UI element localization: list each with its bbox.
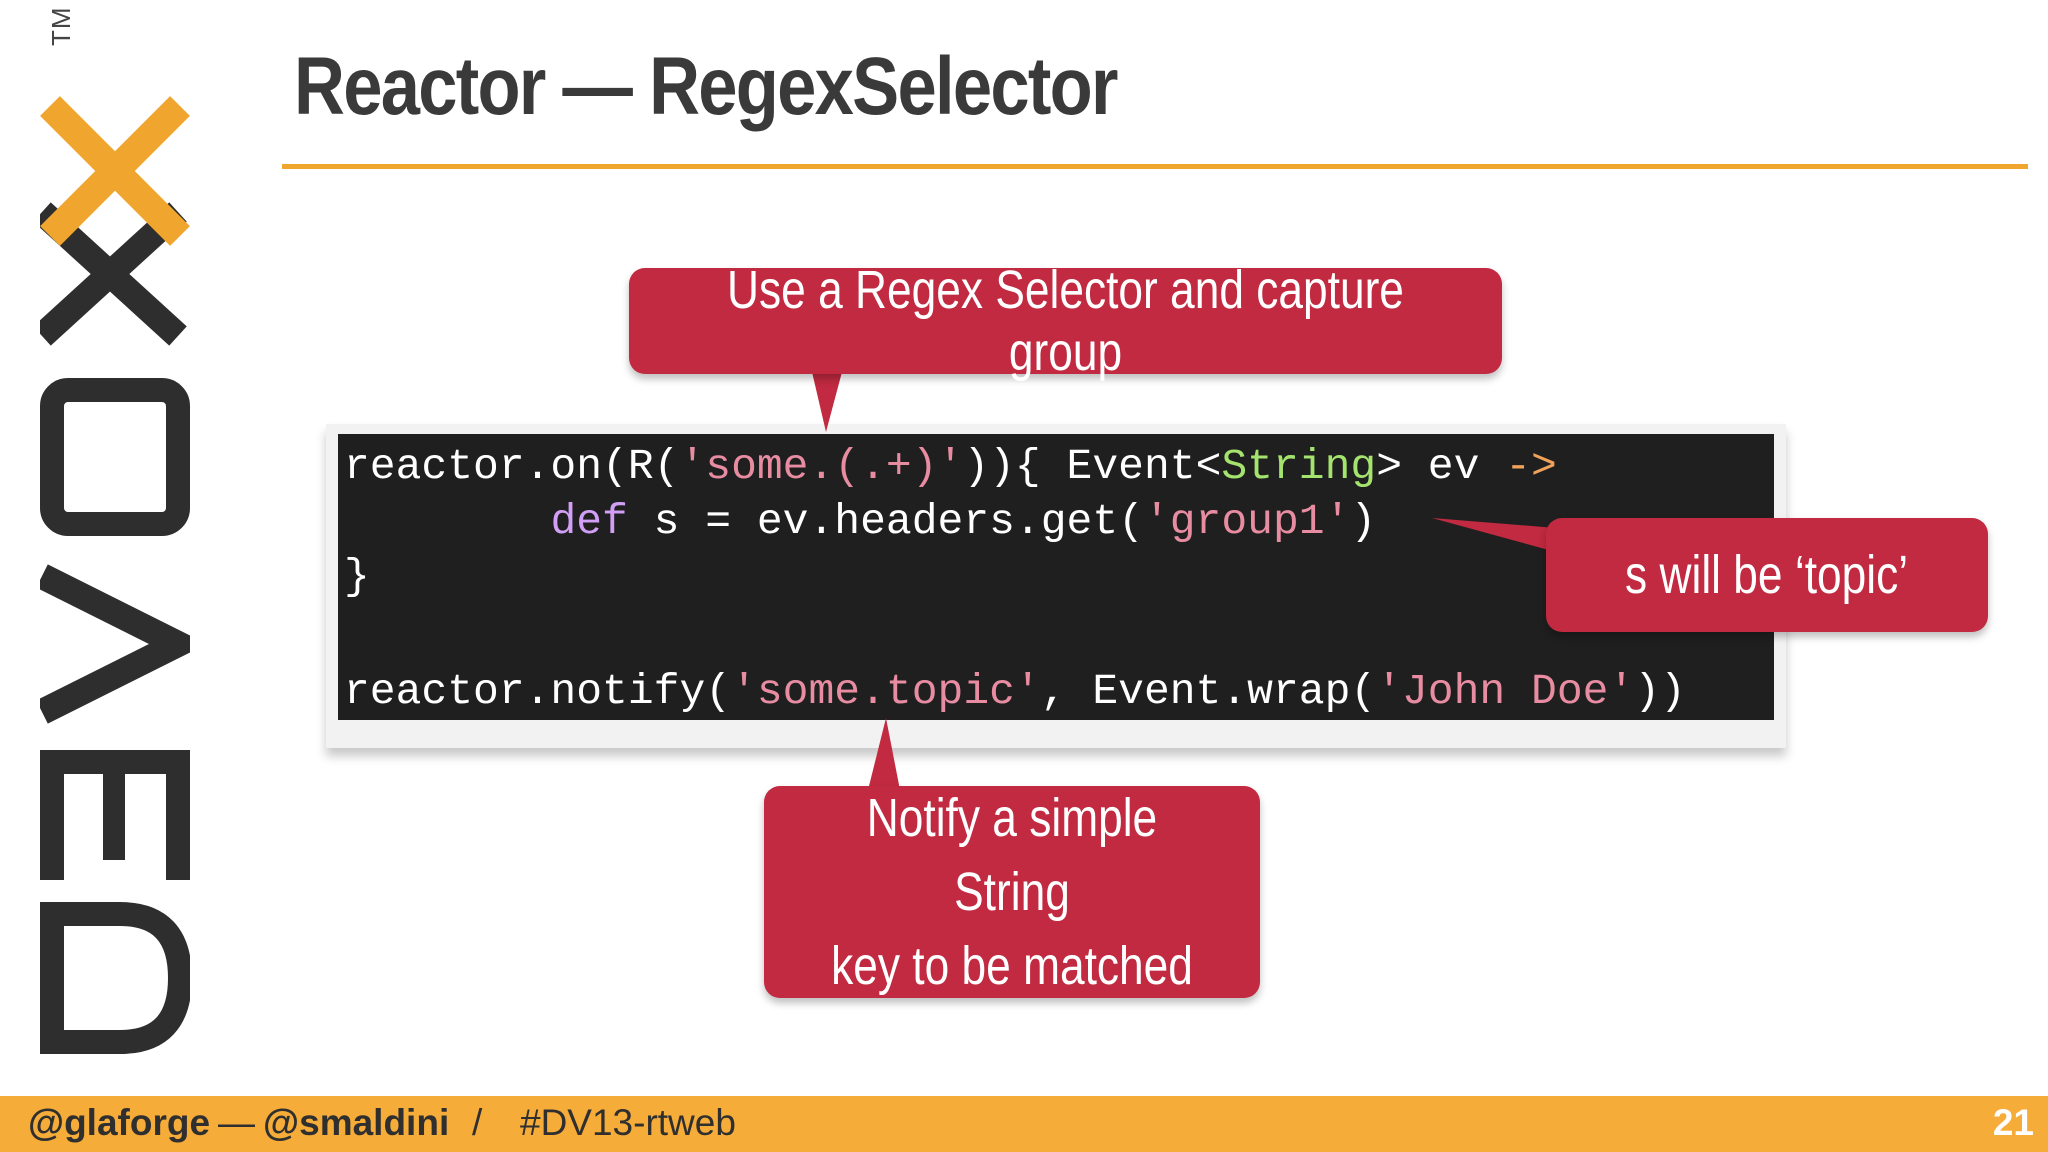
code-line-1: reactor.on(R('some.(.+)')){ Event<String… bbox=[344, 442, 1557, 492]
code-line-4: reactor.notify('some.topic', Event.wrap(… bbox=[344, 667, 1686, 717]
devoxx-logo bbox=[40, 96, 190, 1054]
footer-bar: @glaforge—@smaldini / #DV13-rtweb 21 bbox=[0, 1096, 2048, 1152]
callout-notify: Notify a simple String key to be matched bbox=[764, 786, 1260, 998]
footer-handle-1: @glaforge bbox=[28, 1102, 211, 1143]
footer-hashtag: #DV13-rtweb bbox=[520, 1102, 736, 1143]
callout-topic: s will be ‘topic’ bbox=[1546, 518, 1988, 632]
logo-letter-d bbox=[40, 902, 190, 1054]
code-block: reactor.on(R('some.(.+)')){ Event<String… bbox=[338, 434, 1774, 720]
footer-handle-2: @smaldini bbox=[263, 1102, 450, 1143]
callout-regex-selector: Use a Regex Selector and capture group bbox=[629, 260, 1502, 382]
title-underline bbox=[282, 164, 2028, 169]
code-token: } bbox=[344, 552, 370, 601]
code-token: reactor.on(R( bbox=[344, 442, 680, 491]
code-string: 'some.topic' bbox=[731, 667, 1041, 716]
code-token: )) bbox=[1634, 667, 1686, 716]
footer-slash: / bbox=[472, 1102, 483, 1143]
trademark-mark: TM bbox=[46, 6, 76, 46]
code-token: ) bbox=[1350, 497, 1377, 546]
callout-notify-text: Notify a simple String key to be matched bbox=[831, 788, 1193, 996]
footer-dash: — bbox=[218, 1102, 256, 1143]
code-string: 'group1' bbox=[1143, 497, 1351, 546]
logo-letter-v bbox=[40, 564, 190, 724]
callout-regex-text: Use a Regex Selector and capture group bbox=[727, 260, 1404, 382]
code-string: 'John Doe' bbox=[1376, 667, 1635, 716]
code-token: > ev bbox=[1376, 442, 1506, 491]
code-token: , Event.wrap( bbox=[1040, 667, 1377, 716]
code-line-3: } bbox=[344, 552, 370, 602]
code-line-2: def s = ev.headers.get('group1') bbox=[344, 497, 1376, 547]
logo-letter-e bbox=[40, 750, 190, 880]
code-keyword: def bbox=[550, 497, 628, 546]
code-type: String bbox=[1221, 442, 1377, 491]
code-arrow: -> bbox=[1505, 442, 1557, 491]
logo-letter-x-accent bbox=[40, 96, 190, 246]
callout-topic-text: s will be ‘topic’ bbox=[1625, 545, 1909, 605]
footer-handles: @glaforge—@smaldini bbox=[28, 1102, 449, 1144]
code-string: 'some.(.+)' bbox=[679, 442, 964, 491]
code-token: reactor.notify( bbox=[344, 667, 732, 716]
page-number: 21 bbox=[1992, 1102, 2034, 1143]
logo-letter-o bbox=[40, 378, 190, 536]
slide-title: Reactor — RegexSelector bbox=[294, 41, 1118, 132]
code-token: s = ev.headers.get( bbox=[627, 497, 1144, 546]
code-indent bbox=[344, 497, 550, 546]
code-token: )){ Event< bbox=[963, 442, 1222, 491]
